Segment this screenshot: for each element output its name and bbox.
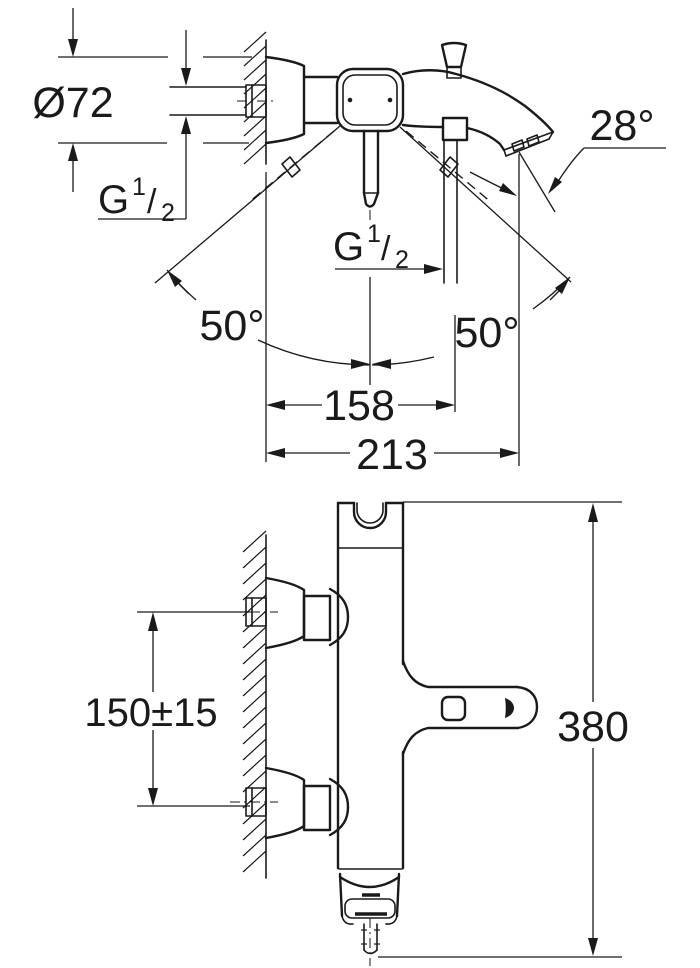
medallion-housing [335, 67, 405, 133]
wall-connection-stub [169, 84, 274, 118]
dim-shower-thread-label: G 1 / 2 [333, 220, 409, 274]
outlet-tube [361, 918, 380, 966]
wall-section-top [243, 31, 267, 165]
dim-swivel-left-label: 50° [199, 302, 264, 350]
handle-endcap-left [281, 156, 301, 178]
dim-wall-thread: G 1 / 2 [98, 30, 191, 227]
dim-swivel-left: 50° [154, 125, 371, 369]
dim-connection-spacing: 150±15 [84, 611, 250, 807]
connection-top [230, 576, 350, 650]
connection-bottom [230, 766, 350, 840]
bottom-view: 380 150±15 [84, 501, 629, 966]
dim-shower-thread: G 1 / 2 [333, 220, 443, 274]
shower-hose-outlet [441, 116, 469, 284]
grip-mark [505, 698, 514, 718]
dim-swivel-right-label: 50° [454, 309, 519, 357]
lever-arm-front [401, 659, 539, 756]
wall-hatch-top [243, 31, 267, 165]
dim-connection-spacing-label: 150±15 [84, 691, 217, 735]
medallion-screw-right [387, 97, 393, 103]
shower-holder [352, 501, 388, 530]
dim-overall-height: 380 [378, 501, 629, 958]
body-column [336, 501, 405, 870]
temperature-button [440, 695, 467, 722]
dim-wall-thread-label: G 1 / 2 [98, 173, 175, 227]
lever-handle [362, 129, 380, 221]
escutcheon-top-view [264, 55, 339, 145]
dim-depth-total: 213 [266, 431, 519, 479]
top-view: Ø72 G 1 / 2 [32, 8, 666, 479]
dim-swivel-right: 50° [371, 126, 572, 369]
wall-section-bottom [242, 530, 267, 879]
bath-spout-outlet [338, 868, 403, 966]
dim-spout-angle: 28° [469, 102, 666, 466]
dim-spout-angle-label: 28° [589, 102, 654, 150]
dim-escutcheon-diameter-label: Ø72 [32, 79, 113, 127]
handle-endcap-right [439, 156, 459, 178]
spout [401, 69, 555, 157]
dim-depth-total-label: 213 [356, 431, 428, 479]
wall-hatch-bottom [242, 530, 267, 873]
dim-depth-shower-outlet: 158 [265, 172, 456, 462]
dim-escutcheon-diameter: Ø72 [32, 8, 252, 192]
dim-overall-height-label: 380 [557, 703, 629, 751]
dim-depth-shower-outlet-label: 158 [323, 382, 395, 430]
medallion-screw-left [347, 97, 353, 103]
aerator [503, 131, 554, 157]
